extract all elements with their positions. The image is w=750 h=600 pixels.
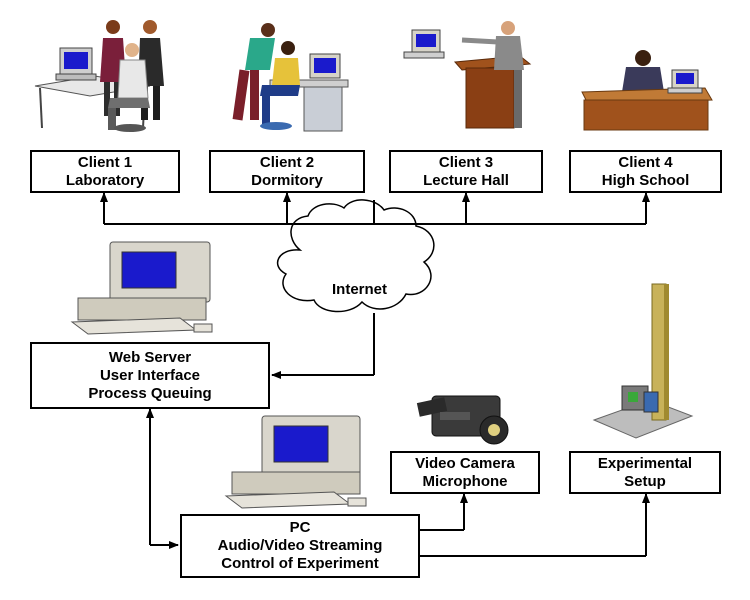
client-4-location: High School (601, 171, 690, 189)
dormitory-illustration (232, 23, 349, 132)
pc-computer-icon (224, 415, 367, 509)
connector-lines (100, 192, 650, 557)
experimental-setup-line-2: Setup (624, 472, 666, 490)
web-server-line-2: User Interface (99, 366, 201, 384)
video-camera-line-2: Microphone (422, 472, 508, 490)
pc-line-2: Audio/Video Streaming (217, 537, 383, 554)
video-camera-icon (416, 395, 509, 445)
high-school-illustration (581, 50, 713, 131)
client-2-title: Client 2 (259, 153, 315, 171)
video-camera-box: Video Camera Microphone (390, 451, 540, 494)
internet-cloud (276, 199, 435, 313)
internet-label: Internet (332, 281, 388, 298)
web-server-computer-icon (70, 241, 213, 335)
client-3-title: Client 3 (438, 153, 494, 171)
experimental-setup-line-1: Experimental (597, 454, 693, 472)
experimental-setup-box: Experimental Setup (569, 451, 721, 494)
web-server-box: Web Server User Interface Process Queuin… (30, 342, 270, 409)
experimental-setup-icon (592, 283, 694, 439)
client-1-title: Client 1 (77, 153, 133, 171)
client-3-location: Lecture Hall (423, 171, 509, 189)
web-server-line-1: Web Server (108, 348, 192, 366)
client-2-box: Client 2 Dormitory (209, 150, 365, 193)
pc-line-1: PC (289, 519, 311, 536)
client-4-title: Client 4 (618, 153, 673, 171)
pc-line-3: Control of Experiment (221, 555, 379, 572)
web-server-line-3: Process Queuing (88, 384, 212, 402)
lecture-hall-illustration (403, 21, 532, 129)
client-1-box: Client 1 Laboratory (30, 150, 180, 193)
pc-box: PC Audio/Video Streaming Control of Expe… (180, 514, 420, 578)
laboratory-illustration (34, 20, 164, 132)
client-2-location: Dormitory (251, 171, 323, 189)
video-camera-line-1: Video Camera (415, 454, 515, 472)
client-1-location: Laboratory (65, 171, 145, 189)
client-3-box: Client 3 Lecture Hall (389, 150, 543, 193)
client-4-box: Client 4 High School (569, 150, 722, 193)
